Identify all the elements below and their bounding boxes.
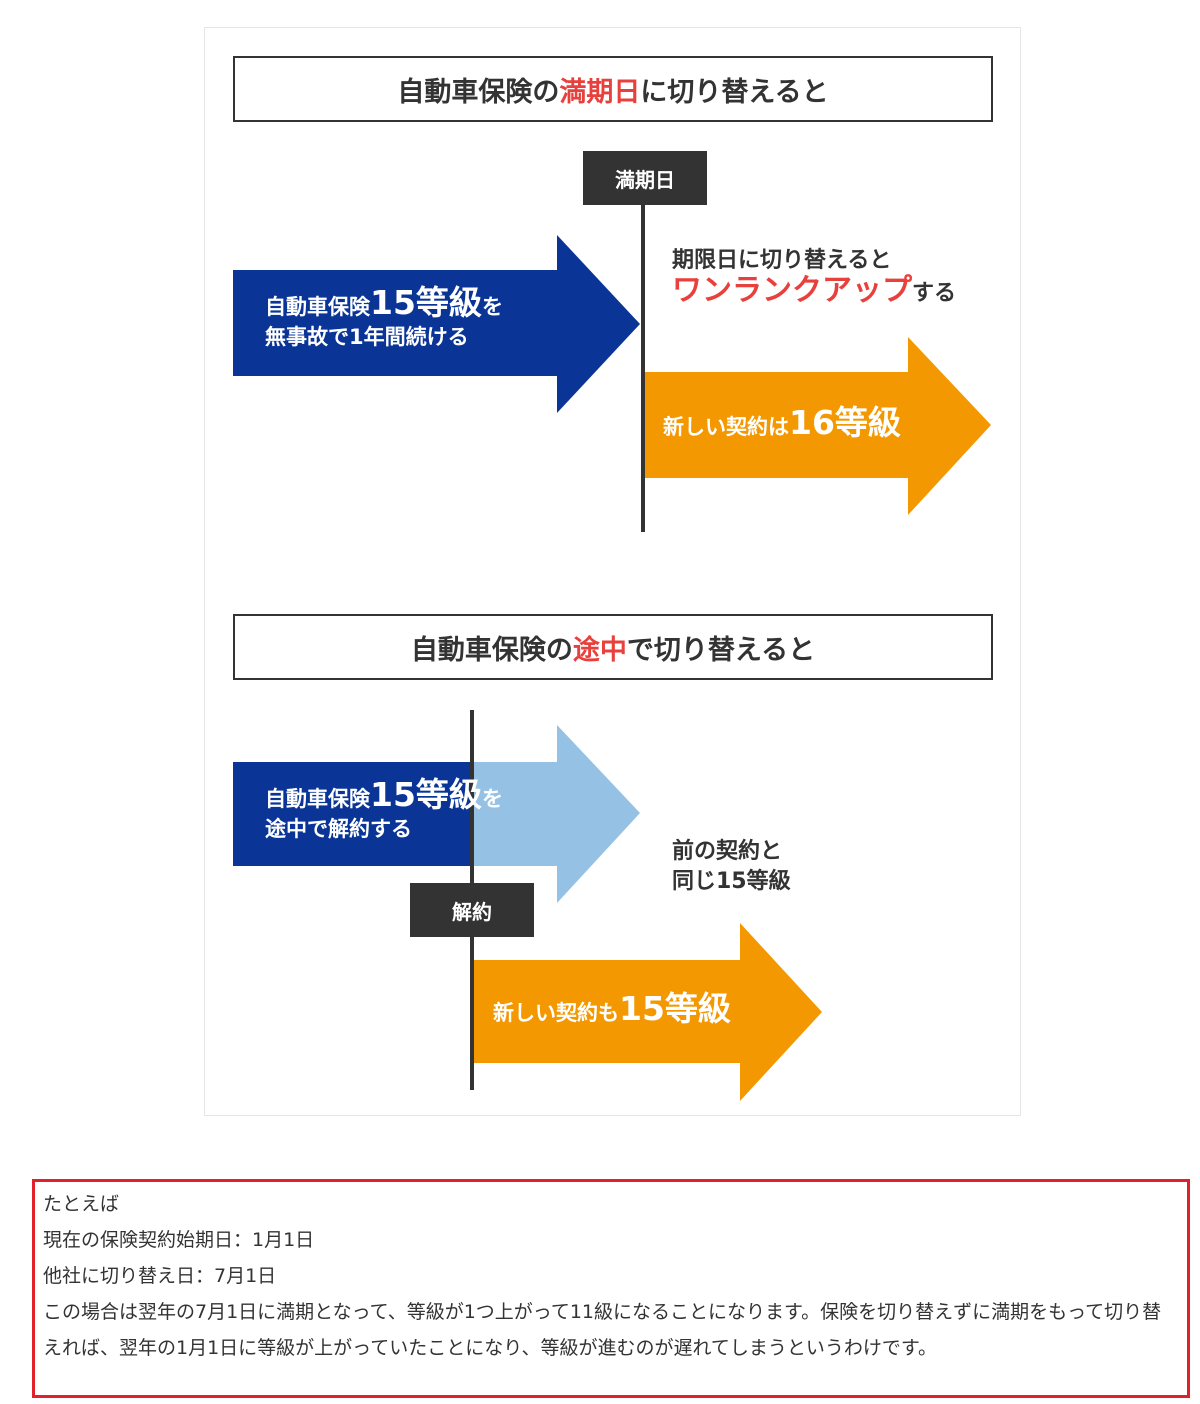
light-blue-arrow-2	[474, 725, 640, 903]
label: 無事故で1年間続ける	[265, 325, 469, 349]
blue-arrow-1	[233, 235, 640, 413]
rank-up-highlight: ワンランクアップ	[672, 273, 912, 308]
blue-bar-2	[233, 762, 474, 866]
label: 自動車保険	[265, 295, 370, 319]
example-note-box: たとえば 現在の保険契約始期日：1月1日 他社に切り替え日：7月1日 この場合は…	[32, 1179, 1190, 1398]
label: する	[912, 281, 957, 306]
blue-arrow-1-text: 自動車保険15等級を 無事故で1年間続ける	[265, 286, 503, 352]
label: 前の契約と	[672, 839, 783, 864]
label: 自動車保険	[265, 787, 370, 811]
section2-title: 自動車保険の途中で切り替えると	[233, 614, 993, 680]
orange-arrow-2	[474, 923, 822, 1101]
label: 同じ15等級	[672, 869, 791, 894]
side-text-2: 前の契約と 同じ15等級	[672, 837, 791, 897]
note-line: たとえば	[43, 1193, 120, 1215]
title-text: で切り替えると	[626, 634, 816, 666]
orange-arrow-1-text: 新しい契約は16等級	[663, 406, 901, 442]
cancel-tag: 解約	[410, 883, 534, 937]
blue-arrow-2-text: 自動車保険15等級を 途中で解約する	[265, 778, 503, 844]
expiry-tag: 満期日	[583, 151, 707, 205]
diagram-card	[204, 27, 1021, 1116]
note-line: 現在の保険契約始期日：1月1日	[43, 1229, 315, 1251]
grade: 15等級	[370, 775, 482, 814]
title-highlight: 途中	[572, 634, 627, 666]
label: 新しい契約も	[493, 1001, 619, 1025]
title-text: 自動車保険の	[410, 634, 573, 666]
note-line: 他社に切り替え日：7月1日	[43, 1265, 277, 1287]
label: を	[481, 295, 503, 319]
orange-arrow-2-text: 新しい契約も15等級	[493, 992, 731, 1028]
title-highlight: 満期日	[559, 76, 641, 108]
grade: 16等級	[789, 403, 901, 442]
title-text: 自動車保険の	[397, 76, 560, 108]
label: を	[481, 787, 503, 811]
section1-title: 自動車保険の満期日に切り替えると	[233, 56, 993, 122]
side-text-1: 期限日に切り替えると ワンランクアップする	[672, 246, 956, 309]
grade: 15等級	[370, 283, 482, 322]
label: 新しい契約は	[663, 415, 789, 439]
title-text: に切り替えると	[640, 76, 829, 108]
orange-arrow-1	[645, 337, 991, 515]
label: 途中で解約する	[265, 817, 412, 841]
timeline-line-1	[641, 204, 645, 532]
note-paragraph: この場合は翌年の7月1日に満期となって、等級が1つ上がって11級になることになり…	[43, 1301, 1162, 1359]
label: 期限日に切り替えると	[672, 248, 892, 273]
grade: 15等級	[619, 989, 731, 1028]
